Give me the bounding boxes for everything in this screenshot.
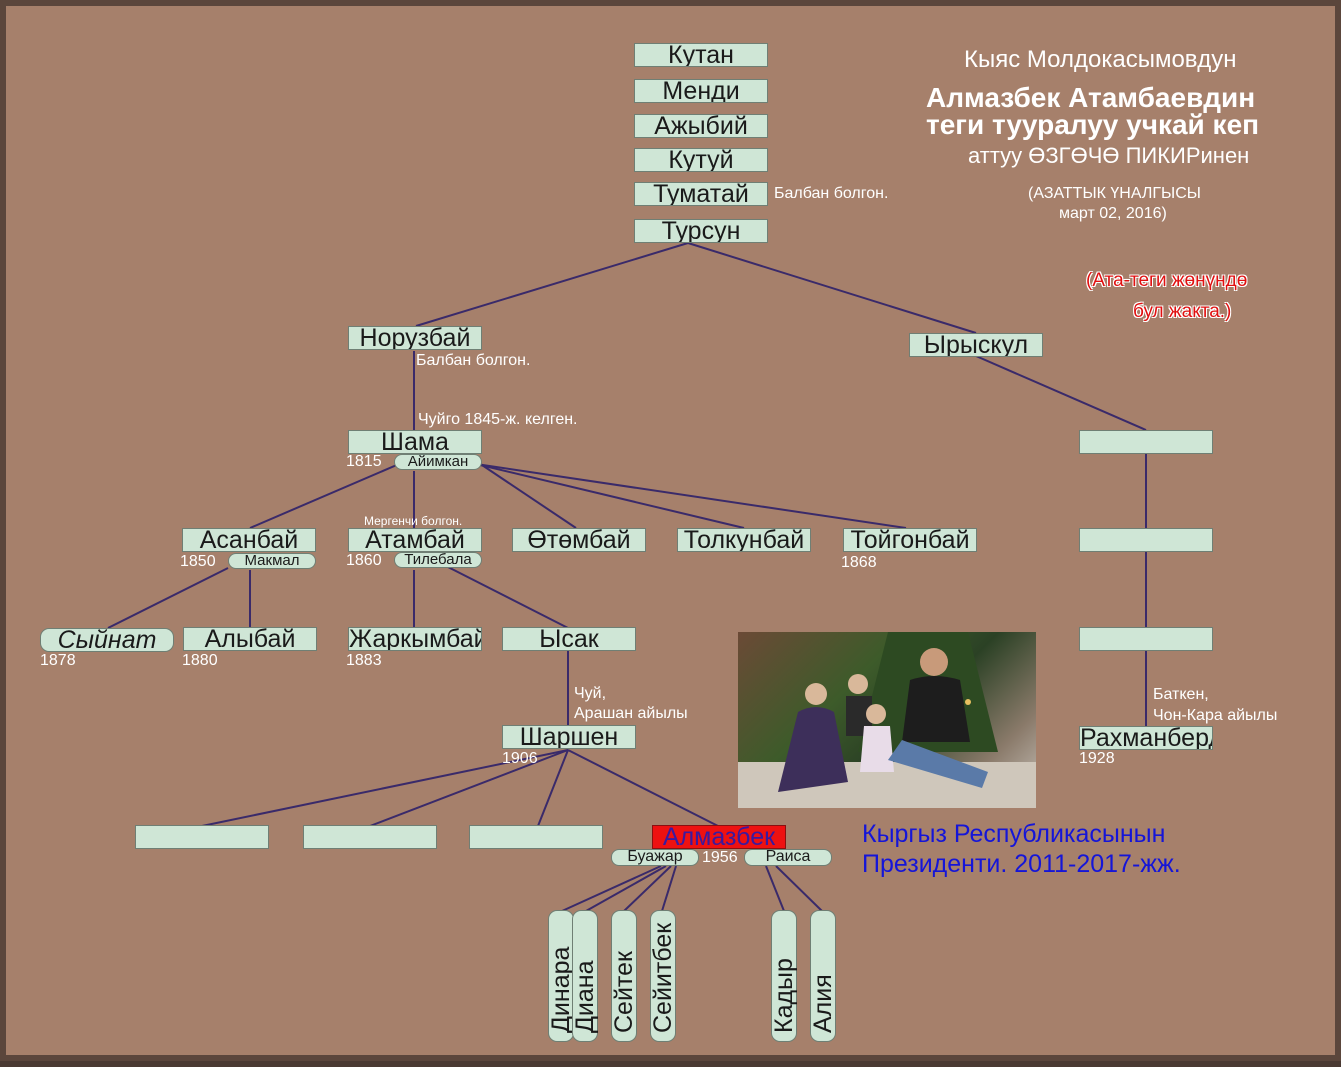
node-tursun: Турсун (634, 219, 768, 243)
line-raisa-kadyr (765, 865, 785, 912)
node-toigonbai: Тойгонбай (843, 528, 977, 552)
line-tursun-yryskul (687, 242, 977, 334)
node-sharshen-child-3 (469, 825, 603, 849)
node-mendi: Менди (634, 79, 768, 103)
line-tursun-noruzbai (415, 242, 689, 327)
node-tolkunbai: Толкунбай (677, 528, 811, 552)
child-diana: Диана (571, 910, 599, 1042)
node-otombai: Өтөмбай (512, 528, 646, 552)
line-buajar-seitbek (661, 865, 677, 912)
year-sharshen: 1906 (502, 750, 538, 767)
child-dinara-label: Динара (547, 946, 575, 1033)
source-line1: (АЗАТТЫК ҮНАЛГЫСЫ (1028, 185, 1201, 202)
line-shama-tolkunbai (475, 463, 745, 529)
node-sharshen-child-2 (303, 825, 437, 849)
year-toigonbai: 1868 (841, 554, 877, 571)
line-sharshen-almazbek (567, 749, 719, 827)
spouse-raisa: Раиса (744, 849, 832, 866)
line-buajar-dinara (561, 865, 662, 912)
node-jarkymbai: Жаркымбай (348, 627, 482, 651)
child-seitbek-label: Сейитбек (649, 922, 677, 1033)
node-unknown-2 (1079, 528, 1213, 552)
line-sharshen-child1 (201, 749, 569, 827)
year-jarkymbai: 1883 (346, 652, 382, 669)
child-kadyr-label: Кадыр (770, 958, 798, 1033)
family-photo (738, 632, 1036, 808)
node-tumatai: Туматай (634, 182, 768, 206)
note-chui-line1: Чуй, (574, 685, 607, 702)
ancestry-note-line2: бул жакта.) (1133, 301, 1232, 322)
node-sharshen: Шаршен (502, 725, 636, 749)
line-shama-otombai (475, 460, 577, 529)
node-unknown-1 (1079, 430, 1213, 454)
title-author: Кыяс Молдокасымовдун (964, 46, 1237, 73)
president-caption-line1: Кыргыз Республикасынын (862, 820, 1166, 848)
note-tumatai: Балбан болгон. (774, 185, 889, 202)
line-buajar-seitek (623, 865, 672, 912)
node-sharshen-child-1 (135, 825, 269, 849)
child-seitbek: Сейитбек (649, 910, 677, 1042)
year-almazbek: 1956 (702, 849, 738, 866)
node-unknown-3 (1079, 627, 1213, 651)
note-noruzbai: Балбан болгон. (416, 352, 531, 369)
line-sharshen-child2 (369, 749, 569, 827)
president-caption-line2: Президенти. 2011-2017-жж. (862, 850, 1181, 878)
node-ajybiy: Ажыбий (634, 114, 768, 138)
spouse-aiymkan: Айимкан (394, 454, 482, 470)
year-shama: 1815 (346, 453, 382, 470)
ancestry-note-line1: (Ата-теги жөнүндө (1086, 270, 1248, 291)
spouse-makmal: Макмал (228, 553, 316, 569)
year-asanbai: 1850 (180, 553, 216, 570)
note-batken-line2: Чон-Кара айылы (1153, 707, 1278, 724)
line-sharshen-child3 (537, 749, 569, 827)
year-alybai: 1880 (182, 652, 218, 669)
note-batken-line1: Баткен, (1153, 686, 1209, 703)
child-aliya-label: Алия (809, 974, 837, 1033)
child-aliya: Алия (809, 910, 837, 1042)
child-diana-label: Диана (571, 960, 599, 1033)
line-raisa-aliya (775, 865, 823, 912)
note-chui-line2: Арашан айылы (574, 705, 688, 722)
node-rakhmanberdi: Рахманберди (1079, 726, 1213, 750)
node-alybai: Алыбай (183, 627, 317, 651)
line-shama-toigonbai (475, 463, 907, 529)
line-asanbai-syinat (107, 567, 229, 629)
child-seitek: Сейтек (610, 910, 638, 1042)
year-atambai: 1860 (346, 552, 382, 569)
node-shama: Шама (348, 430, 482, 454)
child-kadyr: Кадыр (770, 910, 798, 1042)
title-subtitle: аттуу ӨЗГӨЧӨ ПИКИРинен (968, 143, 1250, 168)
title-main-line1: Алмазбек Атамбаевдин (926, 82, 1256, 113)
year-rakhmanberdi: 1928 (1079, 750, 1115, 767)
node-syinat: Сыйнат (40, 628, 174, 652)
source-line2: март 02, 2016) (1059, 205, 1167, 222)
node-asanbai: Асанбай (182, 528, 316, 552)
line-yryskul-empty1 (975, 355, 1147, 431)
child-seitek-label: Сейтек (610, 951, 638, 1033)
node-almazbek: Алмазбек (652, 825, 786, 849)
node-atambai: Атамбай (348, 528, 482, 552)
node-kutuy: Кутуй (634, 148, 768, 172)
line-shama-asanbai (249, 460, 407, 529)
node-noruzbai: Норузбай (348, 326, 482, 350)
line-atambai-ysak (445, 565, 569, 629)
note-atambai: Мергенчи болгон. (364, 514, 463, 528)
node-kutan: Кутан (634, 43, 768, 67)
title-main-line2: теги тууралуу учкай кеп (926, 109, 1260, 140)
year-syinat: 1878 (40, 652, 76, 669)
node-ysak: Ысак (502, 627, 636, 651)
spouse-tilebala: Тилебала (394, 552, 482, 568)
node-yryskul: Ырыскул (909, 333, 1043, 357)
family-photo-illustration (738, 632, 1036, 808)
connector-lines (107, 242, 1147, 912)
line-buajar-diana (585, 865, 667, 912)
spouse-buajar: Буажар (611, 849, 699, 866)
note-shama-arrival: Чуйго 1845-ж. келген. (418, 411, 578, 428)
